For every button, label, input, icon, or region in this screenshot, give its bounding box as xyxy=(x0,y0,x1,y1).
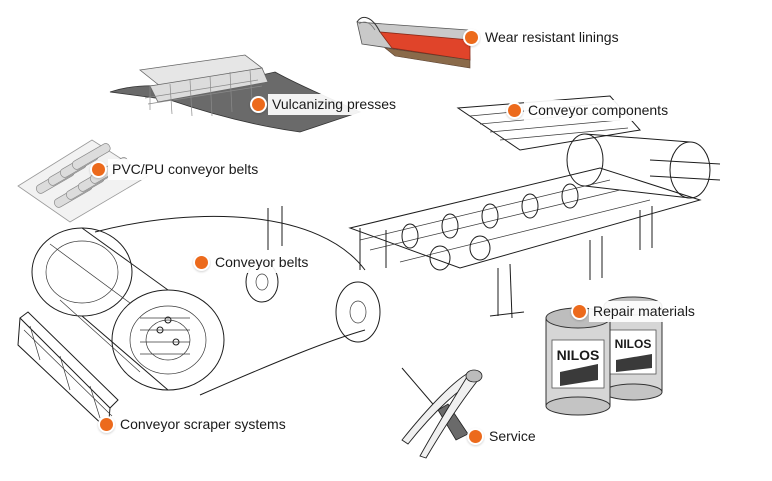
can-brand-front: NILOS xyxy=(557,347,600,363)
hotspot-marker-icon xyxy=(469,430,482,443)
hotspot-marker-icon xyxy=(195,256,208,269)
hotspot-label: Service xyxy=(485,426,542,447)
hotspot-marker-icon xyxy=(252,98,265,111)
scraper-illustration xyxy=(17,311,119,432)
hotspot-conveyor-scraper-systems[interactable]: Conveyor scraper systems xyxy=(100,414,292,435)
hotspot-pvc-pu-conveyor-belts[interactable]: PVC/PU conveyor belts xyxy=(92,159,265,180)
hotspot-label: Repair materials xyxy=(589,301,701,322)
hotspot-label: Conveyor belts xyxy=(211,252,315,273)
hotspot-conveyor-belts[interactable]: Conveyor belts xyxy=(195,252,315,273)
hotspot-label: PVC/PU conveyor belts xyxy=(108,159,265,180)
hotspot-label: Wear resistant linings xyxy=(481,27,625,48)
conveyor-frame-illustration xyxy=(267,95,721,319)
vulcanizing-press-illustration xyxy=(109,54,362,133)
service-tools-illustration xyxy=(401,367,483,459)
can-brand-back: NILOS xyxy=(615,337,652,351)
hotspot-vulcanizing-presses[interactable]: Vulcanizing presses xyxy=(252,94,402,115)
hotspot-marker-icon xyxy=(92,163,105,176)
hotspot-conveyor-components[interactable]: Conveyor components xyxy=(508,100,675,121)
hotspot-marker-icon xyxy=(573,305,586,318)
hotspot-marker-icon xyxy=(465,31,478,44)
hotspot-label: Conveyor components xyxy=(524,100,675,121)
hotspot-label: Vulcanizing presses xyxy=(268,94,402,115)
hotspot-repair-materials[interactable]: Repair materials xyxy=(573,301,701,322)
wear-lining-illustration xyxy=(356,16,471,69)
hotspot-service[interactable]: Service xyxy=(469,426,542,447)
hotspot-marker-icon xyxy=(508,104,521,117)
hotspot-marker-icon xyxy=(100,418,113,431)
pvc-belt-illustration xyxy=(17,139,149,223)
conveyor-belt-illustration xyxy=(31,215,381,396)
hotspot-wear-resistant-linings[interactable]: Wear resistant linings xyxy=(465,27,625,48)
hotspot-label: Conveyor scraper systems xyxy=(116,414,292,435)
